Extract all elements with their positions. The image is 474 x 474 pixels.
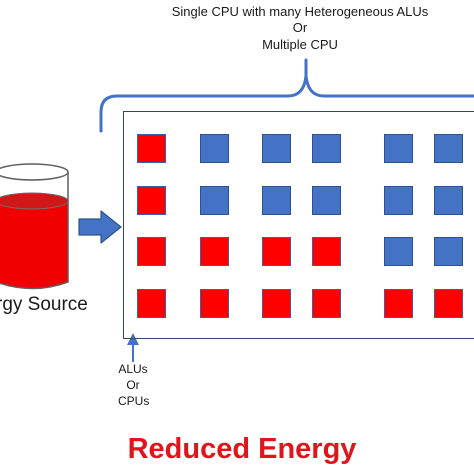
unit-blue-r1-c5 xyxy=(384,134,413,163)
grouping-brace xyxy=(99,58,474,133)
unit-blue-r1-c2 xyxy=(200,134,229,163)
unit-red-r3-c3 xyxy=(262,237,291,266)
unit-red-r4-c6 xyxy=(434,289,463,318)
alu-label-line1: ALUs xyxy=(118,362,148,376)
unit-red-r4-c3 xyxy=(262,289,291,318)
unit-blue-r2-c6 xyxy=(434,186,463,215)
unit-red-r3-c2 xyxy=(200,237,229,266)
unit-blue-r3-c5 xyxy=(384,237,413,266)
unit-blue-r2-c4 xyxy=(312,186,341,215)
unit-red-r4-c1 xyxy=(137,289,166,318)
architecture-label-line3: Multiple CPU xyxy=(262,37,338,52)
unit-red-r1-c1 xyxy=(137,134,166,163)
architecture-label-line2: Or xyxy=(292,20,308,35)
energy-beaker xyxy=(0,163,69,290)
unit-red-r4-c5 xyxy=(384,289,413,318)
unit-blue-r2-c5 xyxy=(384,186,413,215)
unit-blue-r2-c3 xyxy=(262,186,291,215)
unit-blue-r1-c4 xyxy=(312,134,341,163)
unit-red-r2-c1 xyxy=(137,186,166,215)
architecture-label-line1: Single CPU with many Heterogeneous ALUs xyxy=(171,4,429,19)
unit-red-r3-c4 xyxy=(312,237,341,266)
flow-arrow xyxy=(78,210,122,244)
processing-unit-panel xyxy=(123,111,474,339)
unit-blue-r1-c6 xyxy=(434,134,463,163)
unit-blue-r3-c6 xyxy=(434,237,463,266)
unit-blue-r2-c2 xyxy=(200,186,229,215)
unit-blue-r1-c3 xyxy=(262,134,291,163)
unit-red-r4-c4 xyxy=(312,289,341,318)
alu-label-line3: CPUs xyxy=(118,394,150,408)
alu-label-line2: Or xyxy=(126,378,140,392)
alu-pointer-arrow xyxy=(127,333,139,362)
energy-source-label: rgy Source xyxy=(0,294,88,315)
unit-red-r3-c1 xyxy=(137,237,166,266)
unit-red-r4-c2 xyxy=(200,289,229,318)
reduced-energy-caption: Reduced Energy xyxy=(127,433,357,465)
